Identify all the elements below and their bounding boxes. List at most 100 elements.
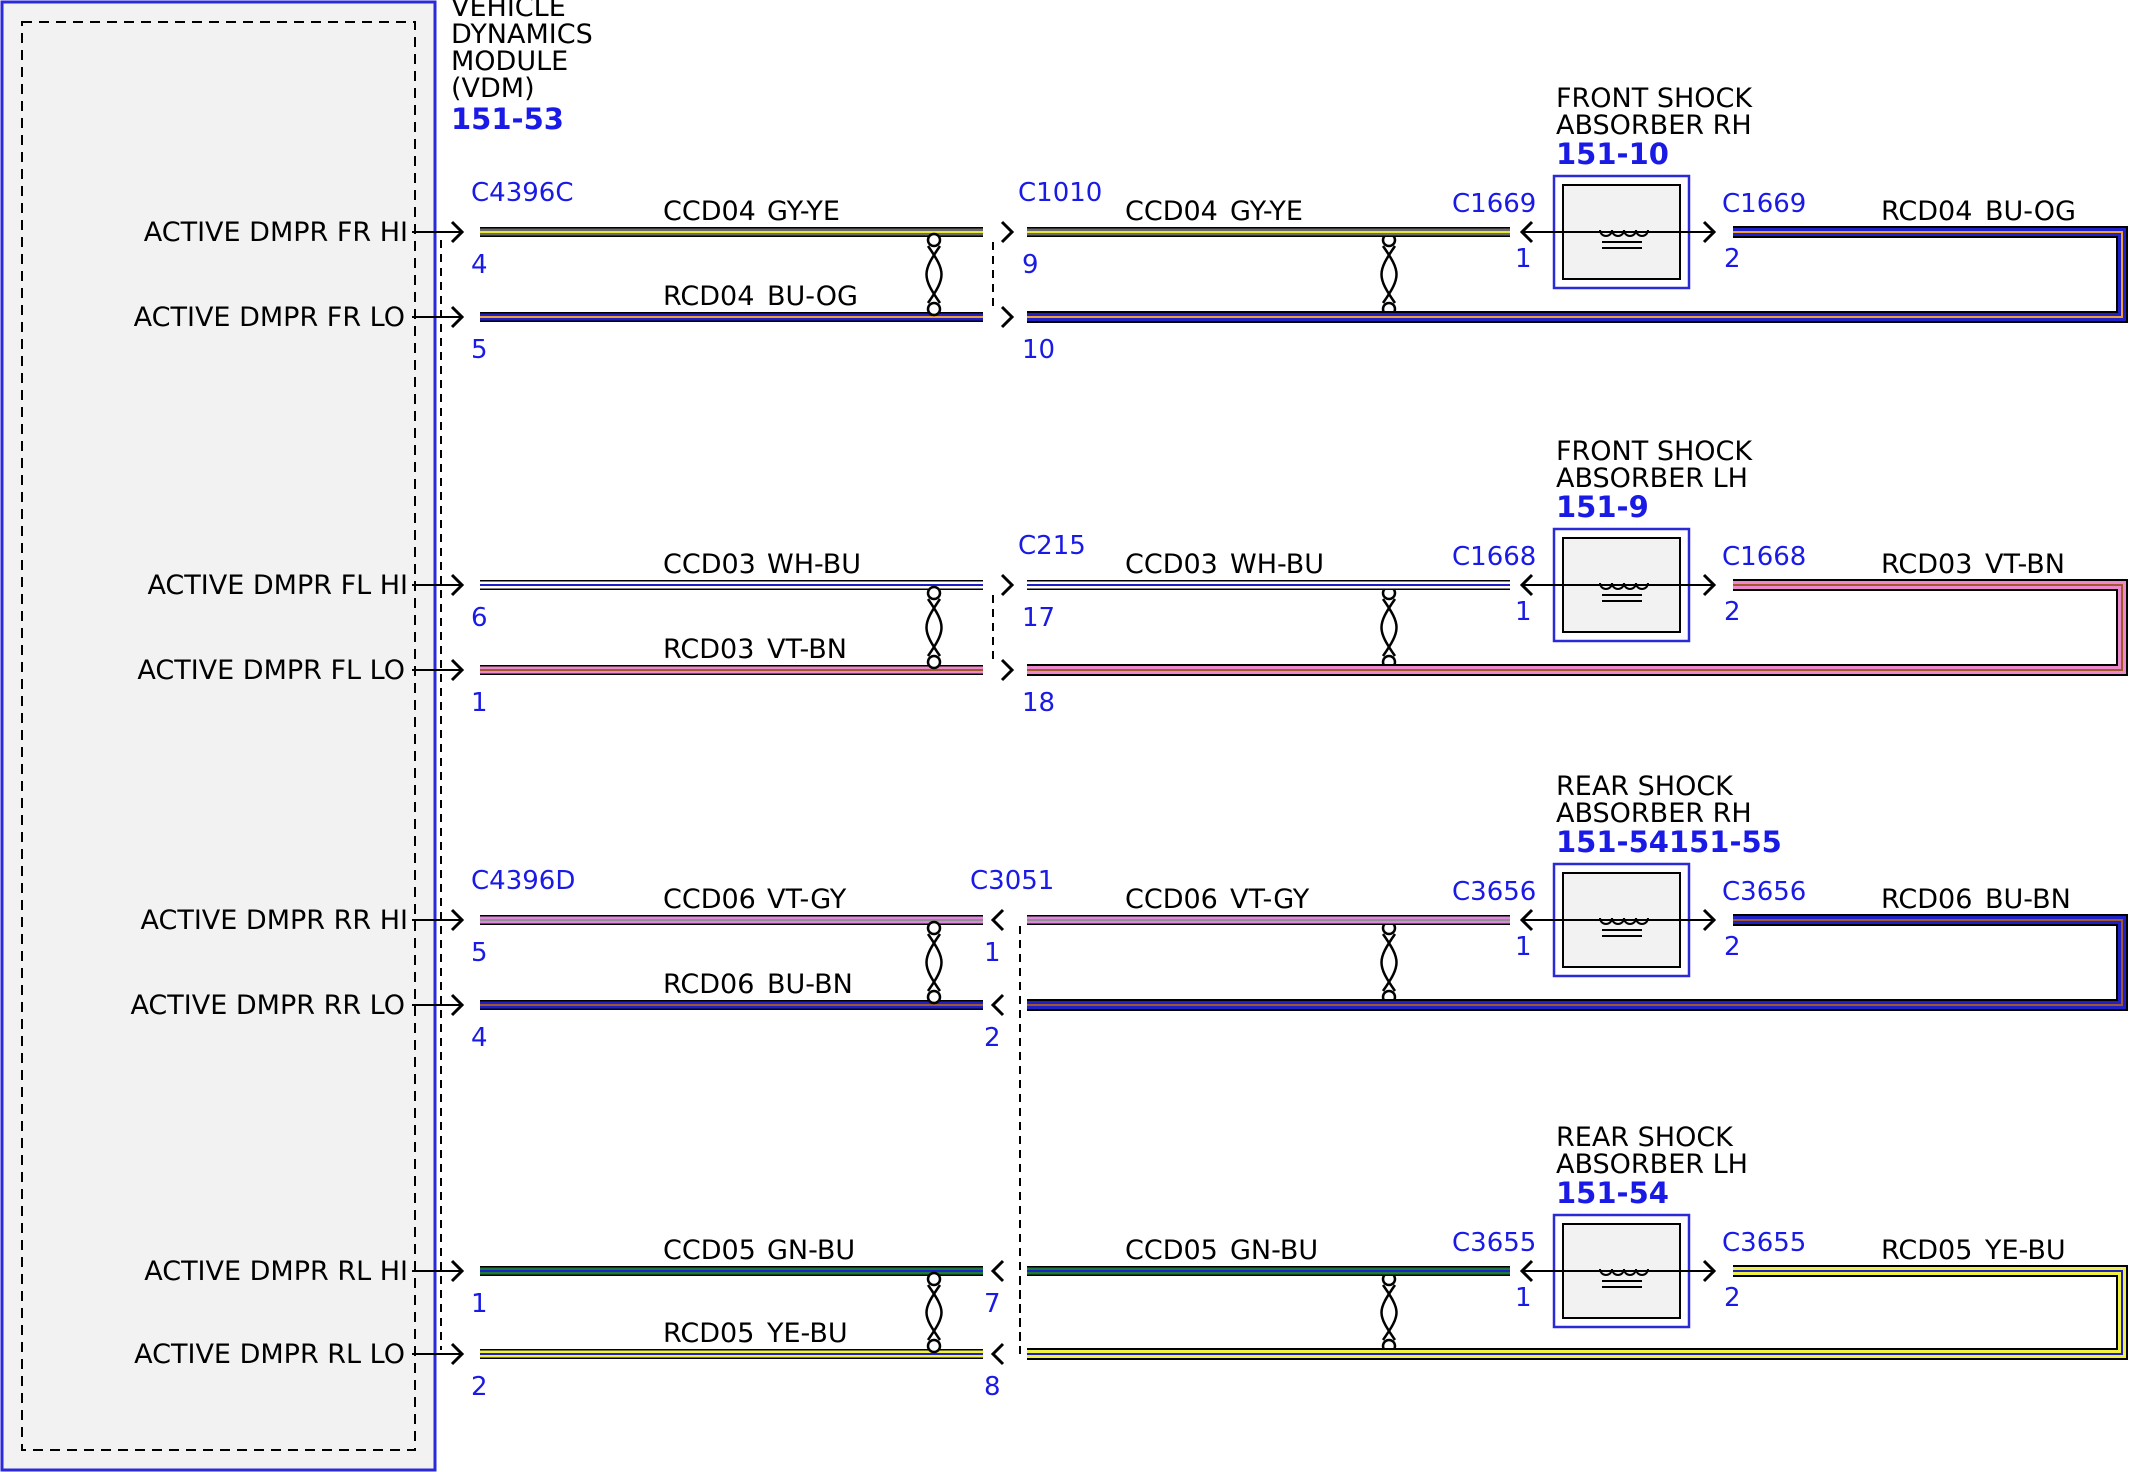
twisted-pair-marker-top [926, 585, 942, 601]
wire-color-code: VT-BN [767, 634, 847, 665]
wire-circuit-code: RCD05 [1881, 1235, 1972, 1266]
connector-id: C1668 [1722, 542, 1806, 572]
wire-color-code: BU-OG [767, 281, 858, 312]
wire-circuit-code: RCD04 [1881, 196, 1972, 227]
module-title-line: VEHICLE [451, 0, 566, 23]
twisted-pair-marker-b [925, 1284, 942, 1341]
wire-circuit-code: CCD05 [663, 1235, 756, 1266]
shock-title-line: REAR SHOCK [1556, 771, 1734, 802]
connector-arrow [450, 305, 465, 329]
signal-label-lo: ACTIVE DMPR FR LO [134, 302, 405, 333]
pin-number: 2 [1724, 597, 1741, 627]
connector-id: C3656 [1722, 877, 1806, 907]
pin-number: 5 [471, 335, 488, 365]
wire-color-code: BU-BN [1985, 884, 2071, 915]
connector-id: C3656 [1452, 877, 1536, 907]
pin-number: 4 [471, 250, 488, 280]
connector-id: C1669 [1722, 189, 1806, 219]
twisted-pair-marker-b [925, 933, 942, 992]
wire-circuit-code: CCD06 [663, 884, 756, 915]
wire-circuit-code: CCD04 [663, 196, 756, 227]
connector-arrow [1519, 1259, 1534, 1283]
pin-number: 2 [1724, 932, 1741, 962]
twisted-pair-marker [1381, 1284, 1398, 1341]
wire-circuit-code: CCD06 [1125, 884, 1218, 915]
connector-arrow [450, 220, 465, 244]
twisted-pair-marker [926, 598, 943, 657]
signal-label-hi: ACTIVE DMPR RL HI [144, 1256, 408, 1287]
pin-number: 1 [471, 688, 488, 718]
pin-number: 1 [1515, 932, 1532, 962]
twisted-pair-marker-bottom [926, 989, 942, 1005]
shock-title-line: FRONT SHOCK [1556, 436, 1753, 467]
signal-label-hi: ACTIVE DMPR FR HI [144, 217, 408, 248]
wire-circuit-code: RCD05 [663, 1318, 754, 1349]
wire-circuit-code: CCD05 [1125, 1235, 1218, 1266]
pin-number: 9 [1022, 250, 1039, 280]
twisted-pair-marker [926, 933, 943, 992]
shock-ref-link: 151-54 [1556, 1176, 1669, 1210]
wire-circuit-code: RCD04 [663, 281, 754, 312]
return-wire-stripe [1027, 584, 2123, 671]
twisted-pair-marker [1381, 245, 1398, 304]
wire-color-code: VT-GY [1230, 884, 1310, 915]
twisted-pair-marker [1381, 598, 1398, 657]
twisted-pair-marker-top [926, 920, 942, 936]
twisted-pair-marker-top [926, 232, 942, 248]
wire-circuit-code: CCD03 [663, 549, 756, 580]
connector-arrow [1702, 908, 1717, 932]
pin-number: 8 [984, 1372, 1001, 1402]
twisted-pair-marker-b [925, 598, 942, 657]
connector-id: C215 [1018, 531, 1086, 561]
wire-color-code: GN-BU [767, 1235, 855, 1266]
module-ref-link: 151-53 [451, 102, 564, 136]
wire-circuit-code: RCD03 [663, 634, 754, 665]
twisted-pair-marker [1381, 933, 1398, 992]
connector-id: C3655 [1722, 1228, 1806, 1258]
connector-arrow [1519, 573, 1534, 597]
shock-title-line: FRONT SHOCK [1556, 83, 1753, 114]
connector-arrow [1000, 220, 1015, 244]
pin-number: 2 [984, 1023, 1001, 1053]
vdm-module-box [0, 0, 437, 1472]
twisted-pair-marker-b [1380, 245, 1397, 304]
pin-number: 2 [471, 1372, 488, 1402]
coil-icon [1599, 1268, 1649, 1276]
wire-color-code: GY-YE [1230, 196, 1303, 227]
wire-color-code: GN-BU [1230, 1235, 1318, 1266]
connector-id: C1669 [1452, 189, 1536, 219]
connector-arrow [1702, 573, 1717, 597]
pin-number: 4 [471, 1023, 488, 1053]
wire-color-code: BU-BN [767, 969, 853, 1000]
twisted-pair-marker [926, 245, 943, 304]
twisted-pair-marker-bottom [926, 301, 942, 317]
twisted-pair-marker-bottom [926, 654, 942, 670]
connector-arrow [1702, 1259, 1717, 1283]
connector-arrow [450, 573, 465, 597]
signal-label-lo: ACTIVE DMPR FL LO [137, 655, 405, 686]
wire-circuit-code: RCD06 [663, 969, 754, 1000]
connector-arrow [990, 993, 1005, 1017]
pin-number: 6 [471, 603, 488, 633]
signal-label-lo: ACTIVE DMPR RR LO [130, 990, 405, 1021]
wire-circuit-code: CCD03 [1125, 549, 1218, 580]
twisted-pair-marker [926, 1284, 943, 1341]
connector-id: C3655 [1452, 1228, 1536, 1258]
wire-color-code: VT-GY [767, 884, 847, 915]
connector-id: C4396C [471, 178, 573, 208]
twisted-pair-marker-b [1380, 598, 1397, 657]
pin-number: 2 [1724, 1283, 1741, 1313]
connector-arrow [990, 1259, 1005, 1283]
shock-ref-link: 151-10 [1556, 137, 1669, 171]
coil-icon [1599, 582, 1649, 590]
return-wire-stripe [1027, 231, 2123, 318]
signal-label-lo: ACTIVE DMPR RL LO [134, 1339, 405, 1370]
connector-arrow [450, 1259, 465, 1283]
connector-arrow [1519, 908, 1534, 932]
wire-circuit-code: CCD04 [1125, 196, 1218, 227]
pin-number: 5 [471, 938, 488, 968]
connector-arrow [990, 908, 1005, 932]
shock-ref-link: 151-54151-55 [1556, 825, 1782, 859]
connector-arrow [450, 908, 465, 932]
